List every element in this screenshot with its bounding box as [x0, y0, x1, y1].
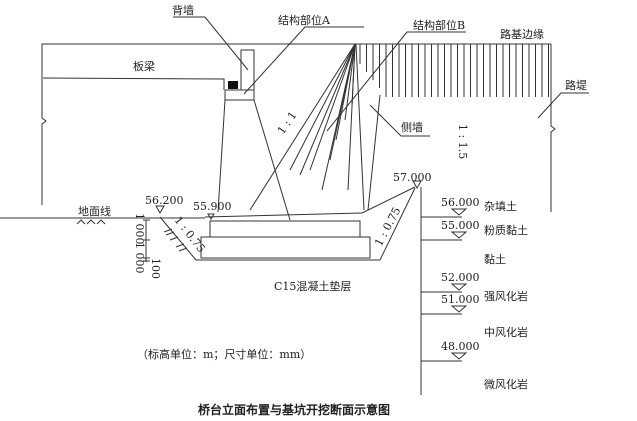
stratum-name: 黏土 [484, 252, 506, 266]
label-ground-line: 地面线 [78, 204, 111, 218]
stratum-name: 粉质黏土 [484, 223, 528, 237]
slope-fan-lines [249, 43, 381, 211]
leader-line [326, 31, 466, 132]
elevation-marker-icon [412, 180, 422, 190]
stratum-elevation: 55.000 [441, 219, 480, 232]
leader-line [243, 26, 364, 95]
stratum-name: 中风化岩 [484, 325, 528, 339]
side-wall-line [367, 94, 381, 211]
abutment-cap [224, 89, 255, 101]
stratum-name: 微风化岩 [484, 377, 528, 391]
elevation-marker-icon [155, 205, 165, 215]
label-slope-1-1: 1 : 1 [275, 109, 300, 137]
label-slope-left: 1 : 0.75 [172, 214, 208, 255]
elevation-marker-icon [450, 305, 468, 313]
slope-hatch-icon [163, 228, 188, 252]
leader-line [173, 16, 249, 71]
dimension-1: 1 000 [133, 213, 146, 245]
elevation-right-top: 57.000 [393, 171, 432, 184]
label-slope-1-1-5: 1 : 1.5 [456, 124, 469, 159]
slab-beam [41, 43, 551, 205]
stratum-elevation: 56.000 [441, 196, 480, 209]
pit-top-line [204, 212, 363, 218]
fan-line [309, 43, 356, 171]
stratum-name: 强风化岩 [484, 289, 528, 303]
bearing-block [228, 81, 238, 89]
label-slope-right: 1 : 0.75 [372, 205, 403, 248]
figure-caption: 桥台立面布置与基坑开挖断面示意图 [198, 402, 390, 417]
dimension-2: 1 000 [133, 242, 146, 274]
ground-hatch-icon [76, 219, 106, 225]
stratum-elevation: 51.000 [441, 293, 480, 306]
fan-line [335, 43, 356, 141]
label-slab-beam: 板梁 [133, 59, 155, 73]
leader-line [369, 104, 430, 137]
units-note: （标高单位：m；尺寸单位：mm） [137, 347, 311, 361]
elevation-marker-icon [450, 352, 468, 360]
elevation-marker-icon [450, 231, 468, 239]
label-part-b: 结构部位B [413, 18, 465, 32]
abutment-left-face [217, 99, 226, 213]
road-edge-line [550, 44, 556, 212]
label-embankment: 路堤 [565, 79, 587, 92]
label-cushion: C15混凝土垫层 [274, 279, 351, 293]
elevation-ground-left: 56.200 [145, 194, 184, 207]
fan-line [299, 43, 356, 176]
elevation-pit-top: 55.900 [193, 200, 232, 213]
stratum-elevation: 48.000 [441, 340, 480, 353]
pit-left-slope [159, 216, 197, 261]
label-subgrade-edge: 路基边缘 [500, 28, 544, 41]
dimension-3: 100 [149, 258, 162, 279]
fan-line [249, 43, 356, 211]
fan-line [355, 43, 365, 211]
elevation-marker-icon [450, 283, 468, 291]
right-ground-line [361, 186, 416, 214]
stratum-name: 杂填土 [484, 199, 517, 213]
elevation-marker-icon [450, 208, 468, 216]
label-part-a: 结构部位A [278, 13, 331, 27]
footing-upper [209, 220, 361, 238]
leader-line [537, 92, 589, 119]
pit-right-slope [379, 187, 416, 261]
label-side-wall: 侧墙 [401, 120, 423, 134]
fan-line [347, 43, 356, 191]
subgrade-hatch [359, 44, 549, 97]
abutment-right-face [253, 99, 291, 221]
dimension-line [143, 219, 150, 262]
fan-line [289, 43, 356, 171]
elevation-marker-icon [207, 213, 215, 220]
stratum-elevation: 52.000 [441, 271, 480, 284]
footing-lower [200, 236, 371, 259]
label-back-wall: 背墙 [172, 3, 194, 17]
